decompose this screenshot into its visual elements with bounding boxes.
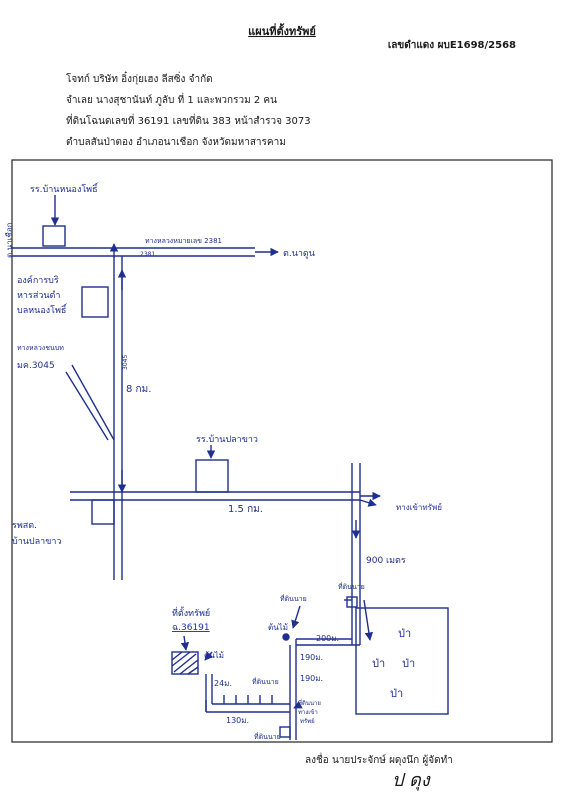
label-tambon-office-3: บลหนองโพธิ์ xyxy=(17,303,68,316)
school-mid-building xyxy=(195,459,229,493)
label-school-mid: รร.บ้านปลาขาว xyxy=(196,434,258,445)
label-forest-2: ป่า xyxy=(372,657,385,670)
label-school-top: รร.บ้านหนองโพธิ์ xyxy=(30,182,99,195)
label-land-owner-2: ที่ดินนาย xyxy=(280,594,307,603)
forest-plot xyxy=(355,607,449,715)
label-rice-field-mid: ที่ดินนาย xyxy=(252,677,279,686)
label-deed-no: ฉ.36191 xyxy=(172,623,210,633)
label-dist-200m: 200ม. xyxy=(316,634,339,643)
tambon-office-building xyxy=(81,286,109,318)
label-dist-190m-b: 190ม. xyxy=(300,674,323,683)
label-dist-130m: 130ม. xyxy=(226,716,249,725)
label-tambon-office-1: องค์การบริ xyxy=(17,274,59,286)
label-dist-8km: 8 กม. xyxy=(126,384,151,395)
label-path-1: ที่ดินนาย xyxy=(298,699,321,707)
property-parcel xyxy=(171,651,199,675)
label-dist-900m: 900 เมตร xyxy=(366,556,406,566)
label-dist-24m: 24ม. xyxy=(214,679,232,688)
label-forest-4: ป่า xyxy=(390,687,403,700)
label-property-title: ที่ตั้งทรัพย์ xyxy=(172,606,210,619)
label-left-edge: ต.นาเชือก xyxy=(5,222,14,258)
plaintiff-line: โจทก์ บริษัท อิ๋งกุ่ยเฮง ลีสซิ่ง จำกัด xyxy=(66,74,213,85)
rural-highway-diagonal-b xyxy=(65,371,109,441)
label-path-3: ทรัพย์ xyxy=(300,717,315,725)
rural-highway-diagonal-a xyxy=(71,364,115,441)
signature-line: ลงชื่อ นายประจักษ์ ผดุงนึก ผู้จัดทำ xyxy=(305,755,453,766)
location-line: ตำบลสันป่าตอง อำเภอนาเชือก จังหวัดมหาสาร… xyxy=(66,137,286,148)
label-rural-highway-no: มค.3045 xyxy=(17,361,55,371)
label-health-center-2: บ้านปลาขาว xyxy=(12,536,61,547)
health-center-building xyxy=(91,499,115,525)
label-land-owner-1: ที่ดินนาย xyxy=(338,582,365,591)
label-rural-highway: ทางหลวงชนบท xyxy=(17,344,64,352)
map-frame xyxy=(11,159,553,743)
label-dist-1-5km: 1.5 กม. xyxy=(228,504,263,515)
case-reference-number: เลขดำแดง ผบE1698/2568 xyxy=(387,40,516,51)
label-tree: ต้นไม้ xyxy=(268,623,288,632)
tree-marker xyxy=(282,633,290,641)
label-road-3045: 3045 xyxy=(122,355,129,370)
label-tree-left: ต้นไม้ xyxy=(204,651,224,660)
label-forest-1: ป่า xyxy=(398,627,411,640)
label-highway-num: 2381 xyxy=(140,251,155,258)
label-direction-right: ต.นาดูน xyxy=(283,249,315,259)
label-tambon-office-2: หารส่วนตำ xyxy=(17,290,60,301)
label-path-2: ทางเข้า xyxy=(298,709,318,716)
signature-mark: ป ดุง xyxy=(392,770,431,791)
label-entrance: ทางเข้าทรัพย์ xyxy=(396,502,442,512)
page-title: แผนที่ตั้งทรัพย์ xyxy=(248,25,316,38)
school-top-building xyxy=(42,225,66,247)
label-rice-field-bottom: ที่ดินนาย xyxy=(254,732,281,741)
label-dist-190m-a: 190ม. xyxy=(300,653,323,662)
label-health-center-1: รพสต. xyxy=(12,521,37,531)
label-highway-2381: ทางหลวงหมายเลข 2381 xyxy=(145,237,222,245)
defendant-line: จำเลย นางสุชานันท์ ภูลับ ที่ 1 และพวกรวม… xyxy=(66,95,277,106)
deed-line: ที่ดินโฉนดเลขที่ 36191 เลขที่ดิน 383 หน้… xyxy=(66,116,311,127)
label-forest-3: ป่า xyxy=(402,657,415,670)
